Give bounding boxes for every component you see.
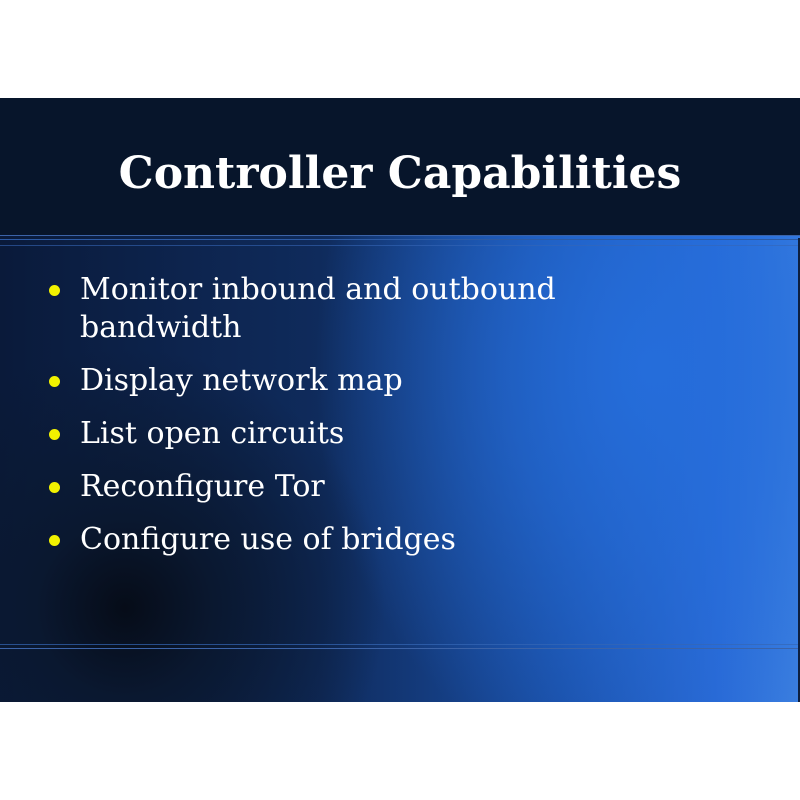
bullet-text: Display network map xyxy=(80,363,403,398)
bullet-item: Monitor inbound and outbound bandwidth xyxy=(0,271,640,347)
bullet-item: Reconfigure Tor xyxy=(0,468,640,506)
bullet-marker-icon xyxy=(49,285,60,296)
bullet-marker-icon xyxy=(49,535,60,546)
bullet-marker-icon xyxy=(49,376,60,387)
bullet-text: List open circuits xyxy=(80,416,345,451)
bullet-item: Configure use of bridges xyxy=(0,521,640,559)
title-divider-inner xyxy=(0,239,800,240)
bullet-marker-icon xyxy=(49,429,60,440)
bullet-marker-icon xyxy=(49,482,60,493)
bottom-rule-inner xyxy=(0,648,800,649)
bullet-item: Display network map xyxy=(0,362,640,400)
slide: Controller Capabilities Monitor inbound … xyxy=(0,98,800,702)
slide-title: Controller Capabilities xyxy=(118,148,682,199)
title-divider xyxy=(0,235,800,236)
bullet-item: List open circuits xyxy=(0,415,640,453)
bullet-text: Reconfigure Tor xyxy=(80,469,325,504)
bullet-text: Configure use of bridges xyxy=(80,522,456,557)
bullet-list: Monitor inbound and outbound bandwidth D… xyxy=(0,271,800,574)
bullet-text: Monitor inbound and outbound bandwidth xyxy=(80,272,556,345)
title-divider-lower xyxy=(0,245,800,246)
title-band: Controller Capabilities xyxy=(0,98,800,235)
bottom-rule xyxy=(0,644,800,645)
